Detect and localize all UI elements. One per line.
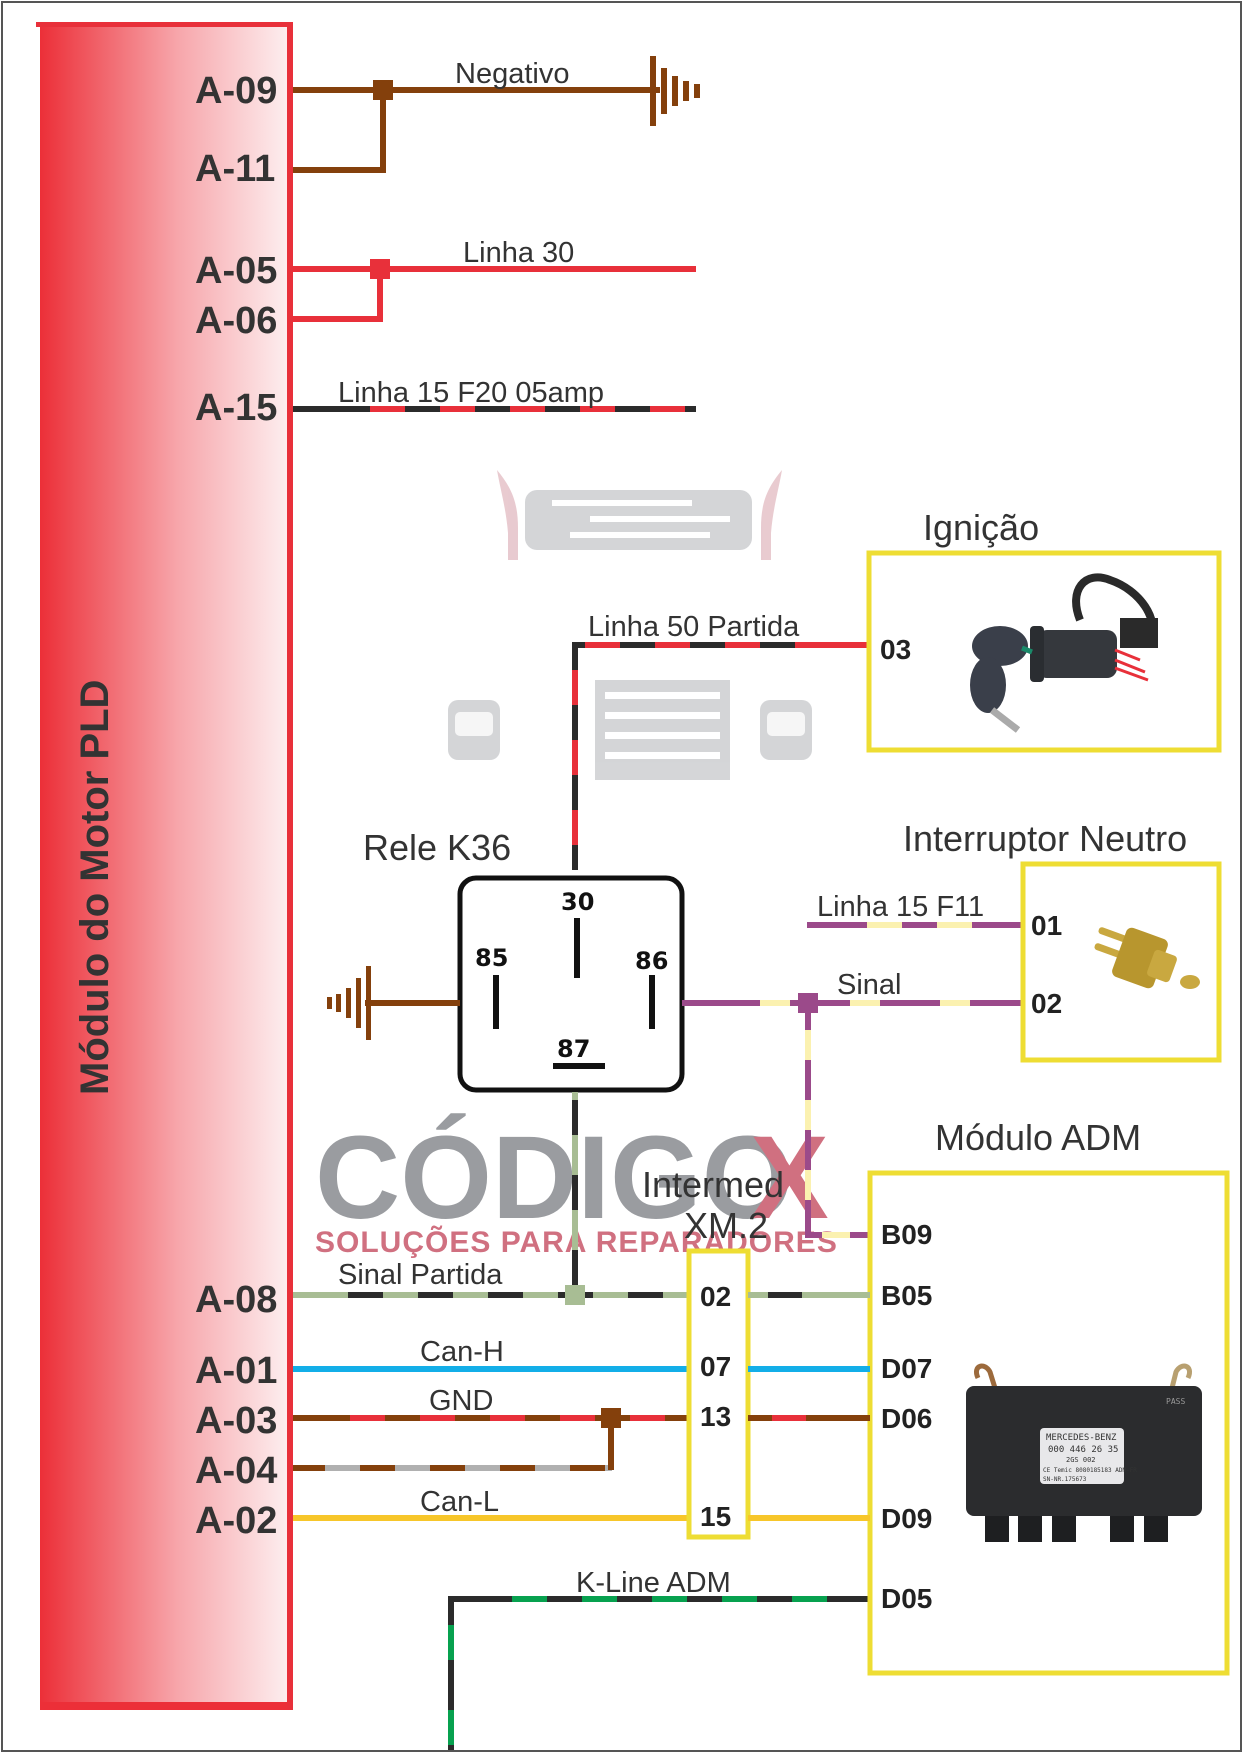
wire-linha-15-f11: Linha 15 F11	[807, 891, 1023, 928]
ecu-part-number: 000 446 26 35	[1048, 1445, 1118, 1455]
wire-can-h: Can-H	[293, 1336, 870, 1372]
ecu-sub: 2GS 002	[1066, 1456, 1096, 1464]
pin-a02: A-02	[195, 1500, 277, 1542]
watermark-brand-x: X	[750, 1112, 829, 1244]
intermed-title-line2: XM.2	[684, 1205, 768, 1246]
relay-pin-85: 85	[475, 944, 508, 972]
pin-a09: A-09	[195, 70, 277, 112]
pin-a15: A-15	[195, 387, 277, 429]
label-linha-15-f20: Linha 15 F20 05amp	[338, 377, 604, 409]
pin-a06: A-06	[195, 300, 277, 342]
pld-module-box	[40, 25, 291, 1708]
splice-node	[798, 993, 818, 1013]
splice-node	[373, 80, 393, 100]
wires-intermed-to-adm	[748, 1292, 870, 1521]
intermed-pin-07: 07	[700, 1351, 731, 1382]
intermed-pin-02: 02	[700, 1281, 731, 1312]
label-linha-50: Linha 50 Partida	[588, 611, 800, 643]
interruptor-title: Interruptor Neutro	[903, 818, 1187, 859]
pin-a01: A-01	[195, 1350, 277, 1392]
wire-k-line: K-Line ADM	[448, 1567, 870, 1750]
adm-ecu-icon: MERCEDES-BENZ 000 446 26 35 2GS 002 CE T…	[966, 1363, 1202, 1542]
label-linha-15-f11: Linha 15 F11	[817, 891, 984, 923]
wire-linha-15-f20: Linha 15 F20 05amp	[293, 377, 696, 412]
relay-pin-87: 87	[557, 1035, 590, 1063]
ignition-switch-icon	[970, 573, 1158, 733]
wire-negativo: Negativo	[293, 56, 700, 173]
label-k-line: K-Line ADM	[576, 1567, 731, 1599]
ecu-line4: SN-NR.175673	[1043, 1476, 1087, 1483]
intermed-pin-13: 13	[700, 1401, 731, 1432]
splice-node	[370, 259, 390, 279]
relay-title: Rele K36	[363, 827, 511, 868]
ecu-line3: CE Temic 8080185183 ADM-FR	[1043, 1467, 1137, 1474]
pin-a11: A-11	[195, 148, 275, 190]
interruptor-neutro-component: Interruptor Neutro 01 02	[903, 818, 1222, 1063]
pld-module: Módulo do Motor PLD	[36, 22, 293, 1710]
splice-node	[601, 1408, 621, 1428]
relay-pin-86: 86	[635, 947, 668, 975]
intermed-title-line1: Intermed	[642, 1164, 784, 1205]
relay-pin-30: 30	[561, 888, 594, 916]
pin-a03: A-03	[195, 1400, 277, 1442]
adm-module: Módulo ADM B09 B05 D07 D06 D09 D05 MERCE…	[867, 1117, 1230, 1676]
pin-a04: A-04	[195, 1450, 277, 1492]
intermed-xm2: Intermed XM.2 02 07 13 15	[642, 1164, 784, 1540]
interruptor-terminal-02: 02	[1031, 988, 1062, 1019]
watermark-brand: CÓDIGO	[315, 1112, 794, 1244]
wire-linha-50: Linha 50 Partida	[572, 611, 870, 870]
ignicao-terminal-03: 03	[880, 634, 911, 665]
ecu-brand: MERCEDES-BENZ	[1046, 1433, 1117, 1443]
adm-pin-d06: D06	[881, 1403, 932, 1434]
wire-linha-30: Linha 30	[293, 237, 696, 322]
adm-pin-d07: D07	[881, 1353, 932, 1384]
ground-icon	[327, 966, 371, 1040]
adm-pin-b09: B09	[881, 1219, 932, 1250]
label-can-h: Can-H	[420, 1336, 504, 1368]
ignicao-title: Ignição	[923, 507, 1039, 548]
intermed-pin-15: 15	[700, 1501, 731, 1532]
adm-pin-d05: D05	[881, 1583, 932, 1614]
relay-box	[457, 875, 685, 1093]
truck-watermark-icon	[448, 470, 812, 780]
adm-title: Módulo ADM	[935, 1117, 1141, 1158]
label-gnd: GND	[429, 1385, 493, 1417]
label-linha-30: Linha 30	[463, 237, 574, 269]
label-negativo: Negativo	[455, 58, 569, 90]
intermed-box	[686, 1248, 751, 1540]
relay-ground	[327, 966, 460, 1040]
ignicao-component: Ignição 03	[866, 507, 1222, 753]
wire-gnd: GND	[293, 1385, 870, 1471]
neutral-switch-icon	[1094, 927, 1200, 989]
adm-box	[867, 1170, 1230, 1676]
ground-icon	[650, 56, 700, 126]
relay-k36: Rele K36 30 85 86 87	[363, 827, 685, 1093]
label-sinal: Sinal	[837, 969, 902, 1001]
pin-a08: A-08	[195, 1279, 277, 1321]
wire-can-l: Can-L	[293, 1486, 870, 1521]
pin-a05: A-05	[195, 250, 277, 292]
ecu-pass: PASS	[1166, 1397, 1185, 1406]
label-sinal-partida: Sinal Partida	[338, 1259, 503, 1291]
adm-pin-b05: B05	[881, 1280, 932, 1311]
pld-module-title: Módulo do Motor PLD	[73, 680, 117, 1095]
splice-node	[565, 1285, 585, 1305]
label-can-l: Can-L	[420, 1486, 499, 1518]
adm-pin-d09: D09	[881, 1503, 932, 1534]
pld-pins: A-09 A-11 A-05 A-06 A-15 A-08 A-01 A-03 …	[195, 70, 277, 1542]
wire-sinal: Sinal	[682, 969, 1023, 1238]
interruptor-terminal-01: 01	[1031, 910, 1062, 941]
